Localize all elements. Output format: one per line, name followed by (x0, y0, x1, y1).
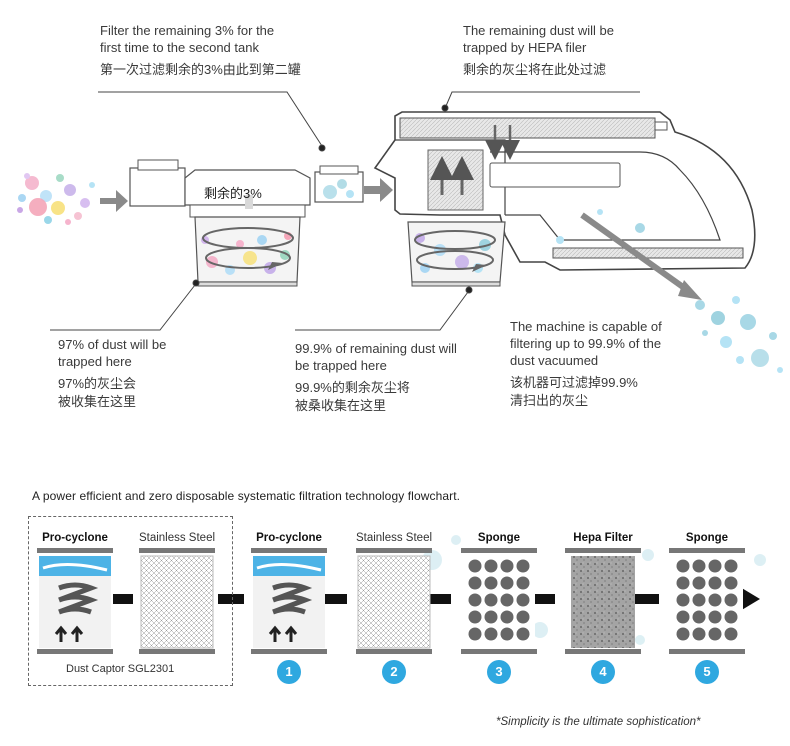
hepa-filter-icon (565, 548, 641, 654)
sponge-filter-icon (461, 548, 537, 654)
flowchart-connectors (113, 587, 760, 611)
annotation-first-filter: Filter the remaining 3% for the first ti… (100, 22, 301, 79)
first-dust-tank (129, 159, 311, 287)
annotation-machine-capability: The machine is capable of filtering up t… (510, 318, 662, 410)
stage-number-badge: 2 (382, 660, 406, 684)
dust-captor-label: Dust Captor SGL2301 (66, 663, 175, 675)
cyclone-filter-icon (251, 548, 327, 654)
stage-label: Sponge (685, 532, 729, 544)
annotation-zh: 第一次过滤剩余的3%由此到第二罐 (100, 62, 301, 77)
vacuum-body (373, 111, 756, 271)
exhaust-airflow (556, 209, 783, 373)
stage-number-badge: 3 (487, 660, 511, 684)
stage-label: Hepa Filter (573, 532, 633, 544)
flowchart-stage: Pro-cyclone 1 (251, 532, 327, 684)
flowchart-stage: Sponge 5 (669, 532, 745, 684)
leader-lines (50, 91, 640, 331)
annotation-second-tank: 99.9% of remaining dust will be trapped … (295, 340, 457, 415)
annotation-en: The machine is capable of filtering up t… (510, 319, 662, 368)
sponge-filter-icon (669, 548, 745, 654)
dust-captor-group (28, 516, 233, 686)
annotation-en: 97% of dust will be trapped here (58, 337, 167, 369)
flow-arrow-icon (364, 178, 393, 202)
stage-number-badge: 1 (277, 660, 301, 684)
stage-label: Sponge (477, 532, 521, 544)
stage-label: Stainless Steel (138, 532, 216, 544)
cyclone-filter-icon (37, 548, 113, 654)
annotation-en: The remaining dust will be trapped by HE… (463, 23, 615, 55)
annotation-en: Filter the remaining 3% for the first ti… (100, 23, 275, 55)
mesh-filter-icon (139, 548, 215, 654)
flowchart-stage: Hepa Filter 4 (565, 532, 641, 684)
flow-arrow-icon (100, 190, 128, 212)
connector-tube (314, 165, 364, 203)
annotation-first-tank: 97% of dust will be trapped here 97%的灰尘会… (58, 336, 166, 411)
stage-number-badge: 4 (591, 660, 615, 684)
stage-label: Pro-cyclone (256, 532, 322, 544)
annotation-en: 99.9% of remaining dust will be trapped … (295, 341, 457, 373)
flowchart-stage: Stainless Steel 2 (356, 532, 432, 684)
second-dust-tank (407, 221, 506, 287)
annotation-hepa: The remaining dust will be trapped by HE… (463, 22, 614, 79)
flowchart-stage: Sponge 3 (461, 532, 537, 684)
flowchart-stage: Pro-cyclone (37, 532, 113, 682)
annotation-zh: 97%的灰尘会 被收集在这里 (58, 376, 137, 409)
flowchart-stage: Stainless Steel (139, 532, 215, 682)
stage-number-badge: 5 (695, 660, 719, 684)
flowchart-caption: A power efficient and zero disposable sy… (32, 489, 461, 503)
annotation-zh: 99.9%的剩余灰尘将 被桑收集在这里 (295, 380, 410, 413)
motto: *Simplicity is the ultimate sophisticati… (496, 716, 701, 728)
mesh-filter-icon (356, 548, 432, 654)
stage-label: Stainless Steel (355, 532, 433, 544)
incoming-dust-particles (17, 173, 95, 225)
annotation-zh: 该机器可过滤掉99.9% 清扫出的灰尘 (510, 375, 638, 408)
stage-label: Pro-cyclone (42, 532, 108, 544)
annotation-zh: 剩余的灰尘将在此处过滤 (463, 62, 607, 77)
tank-remaining-label: 剩余的3% (204, 186, 262, 201)
